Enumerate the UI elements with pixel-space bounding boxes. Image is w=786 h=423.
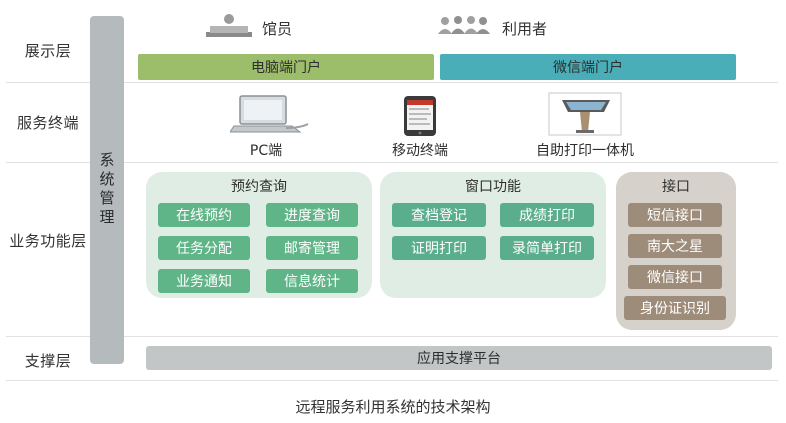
kiosk-icon [548, 92, 622, 136]
layer-divider [6, 162, 778, 163]
reservation-item: 进度查询 [266, 203, 358, 227]
window-functions-panel-title: 窗口功能 [465, 179, 521, 195]
window-function-item: 录简单打印 [500, 236, 594, 260]
interface-panel-title: 接口 [662, 179, 690, 195]
window-functions-panel [380, 172, 606, 298]
window-function-item: 成绩打印 [500, 203, 594, 227]
terminal-kiosk: 自助打印一体机 [536, 143, 634, 159]
interface-item: 短信接口 [628, 203, 722, 227]
layer-divider [6, 380, 778, 381]
terminal-pc: PC端 [249, 143, 283, 159]
layer-divider [6, 336, 778, 337]
layer-label-business: 业务功能层 [9, 232, 87, 250]
system-management-bar: 系统管理 [90, 16, 124, 364]
interface-item: 微信接口 [628, 265, 722, 289]
layer-divider [6, 82, 778, 83]
pc-portal: 电脑端门户 [138, 54, 434, 80]
reservation-item: 在线预约 [158, 203, 250, 227]
reservation-item: 信息统计 [266, 269, 358, 293]
role-users: 利用者 [502, 20, 548, 38]
pc-laptop-icon [229, 94, 310, 134]
interface-item: 南大之星 [628, 234, 722, 258]
interface-item: 身份证识别 [624, 296, 726, 320]
reservation-item: 业务通知 [158, 269, 250, 293]
reservation-item: 邮寄管理 [266, 236, 358, 260]
window-function-item: 查档登记 [392, 203, 486, 227]
users-icon [436, 12, 492, 38]
reservation-item: 任务分配 [158, 236, 250, 260]
support-platform-bar: 应用支撑平台 [146, 346, 772, 370]
layer-label-support: 支撑层 [24, 352, 72, 370]
mobile-tablet-icon [402, 94, 438, 138]
librarian-icon [204, 10, 254, 40]
window-function-item: 证明打印 [392, 236, 486, 260]
role-librarian: 馆员 [262, 20, 293, 38]
terminal-mobile: 移动终端 [392, 143, 448, 159]
wechat-portal: 微信端门户 [440, 54, 736, 80]
layer-label-terminal: 服务终端 [16, 114, 79, 132]
figure-caption: 远程服务利用系统的技术架构 [295, 398, 491, 416]
reservation-panel-title: 预约查询 [231, 179, 287, 195]
layer-label-display: 展示层 [24, 42, 72, 60]
system-management-label: 系统管理 [97, 152, 116, 228]
